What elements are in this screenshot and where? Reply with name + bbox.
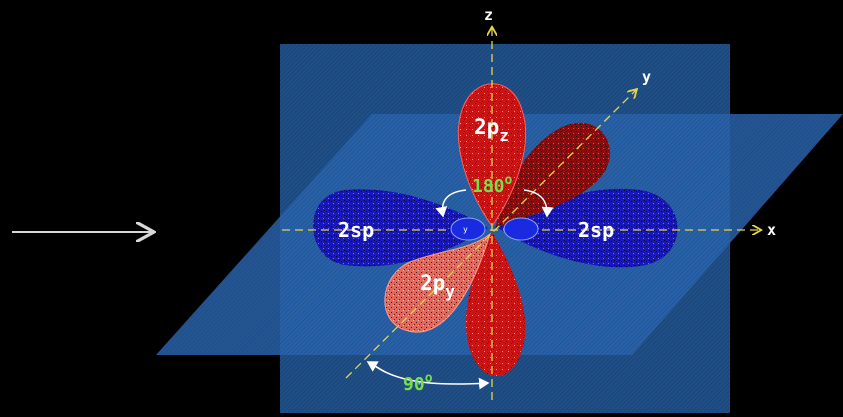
horizontal-plane-hatch: [156, 114, 843, 355]
z-axis-label: z: [484, 6, 493, 24]
angle-arc-180-right: [523, 189, 554, 218]
small-lobe-label-left: y: [463, 225, 468, 234]
pz-lobe-bottom: [465, 232, 526, 377]
x-axis-label: x: [767, 221, 776, 239]
y-axis: [345, 90, 636, 379]
small-lobe-right: [503, 217, 539, 241]
angle-180-label: 180o: [472, 173, 513, 197]
pz-label: 2pz: [474, 115, 509, 145]
angle-arc-180-left: [435, 189, 467, 218]
angle-arc-90-start: [366, 361, 386, 373]
pz-lobe-top: [458, 83, 526, 227]
small-lobe-left: [450, 217, 486, 241]
sp-label-left: 2sp: [338, 218, 374, 242]
angle-90-label: 90o: [403, 371, 433, 395]
small-lobe-label-right: ˙: [535, 225, 540, 234]
py-lobe-front: [384, 232, 491, 333]
py-label: 2py: [420, 271, 455, 301]
sp-label-right: 2sp: [578, 218, 614, 242]
y-axis-label: y: [642, 68, 651, 86]
